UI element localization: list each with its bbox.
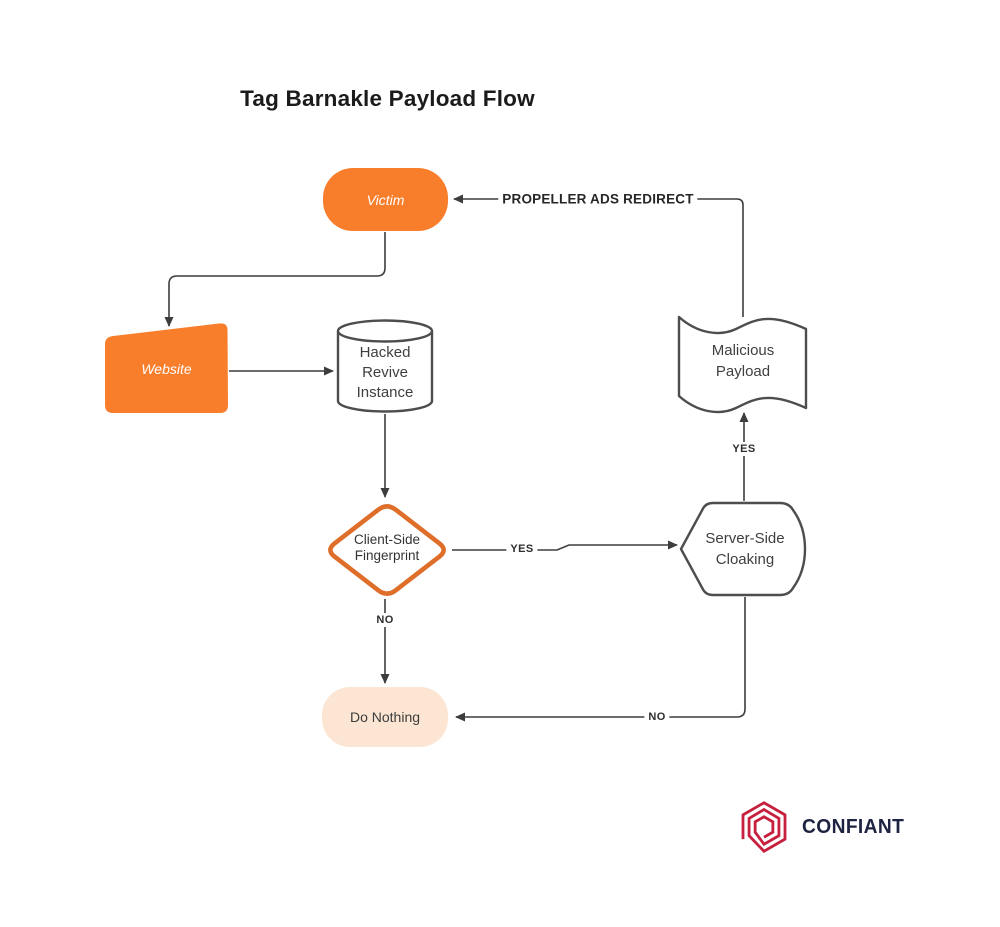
edge-payload-to-victim bbox=[453, 194, 744, 317]
edge-cloaking-to-do-nothing bbox=[455, 597, 746, 722]
node-victim: Victim bbox=[323, 168, 448, 231]
confiant-hex-spiral-icon bbox=[741, 801, 787, 854]
edge-label-no-cloaking: NO bbox=[644, 710, 670, 724]
node-fingerprint-label: Client-Side Fingerprint bbox=[353, 531, 421, 563]
node-do-nothing-label: Do Nothing bbox=[349, 709, 421, 725]
edge-label-no-fingerprint: NO bbox=[372, 613, 398, 627]
node-do-nothing: Do Nothing bbox=[322, 687, 448, 747]
node-payload-wave-shape bbox=[677, 315, 808, 414]
node-revive-cylinder-top bbox=[336, 319, 434, 343]
node-cloaking-shape bbox=[679, 501, 807, 597]
page-title: Tag Barnakle Payload Flow bbox=[240, 86, 535, 111]
edge-label-yes-fingerprint: YES bbox=[506, 542, 538, 556]
edge-victim-to-website bbox=[164, 232, 386, 327]
edge-fingerprint-to-cloaking bbox=[452, 540, 678, 551]
node-cloaking-label: Server-Side Cloaking bbox=[705, 530, 785, 568]
node-website-label: Website bbox=[141, 361, 192, 377]
node-fingerprint-diamond bbox=[328, 504, 446, 596]
node-victim-label: Victim bbox=[366, 191, 405, 208]
edge-label-yes-cloaking: YES bbox=[728, 442, 760, 456]
node-website-shape bbox=[105, 323, 228, 413]
confiant-wordmark: CONFIANT bbox=[802, 815, 905, 838]
node-revive-label: Hacked Revive Instance bbox=[356, 343, 414, 402]
node-payload-label: Malicious Payload bbox=[711, 342, 775, 380]
confiant-logo: CONFIANT bbox=[736, 796, 909, 858]
edge-label-propeller-ads-redirect: PROPELLER ADS REDIRECT bbox=[498, 190, 698, 208]
node-revive-cylinder-body bbox=[336, 331, 434, 413]
